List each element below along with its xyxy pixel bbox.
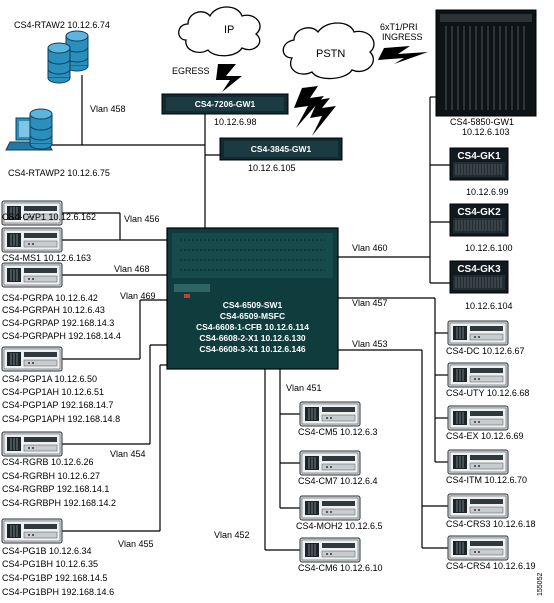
vlan-469-label: Vlan 469 [120, 291, 156, 301]
core-switch-line-1: CS4-6509-SW1 [222, 300, 283, 310]
ex-label: CS4-EX 10.12.6.69 [446, 431, 524, 441]
pg1b-label-3: CS4-PG1BP 192.168.14.5 [2, 573, 108, 583]
rgr-label-2: CS4-RGRBH 10.12.6.27 [2, 471, 101, 481]
gatekeeper-2-name: CS4-GK2 [457, 207, 501, 218]
ms1-label: CS4-MS1 10.12.6.163 [2, 253, 92, 263]
server-pgp1a [1, 346, 63, 372]
uty-label: CS4-UTY 10.12.6.68 [446, 388, 530, 398]
ip-cloud [178, 6, 261, 57]
cvp1-label: CS4-CVP1 10.12.6.162 [2, 212, 97, 222]
pgr-label-2: CS4-PGRPAH 10.12.6.43 [2, 305, 105, 315]
gatekeeper-1-ip: 10.12.6.99 [466, 187, 509, 197]
vlan-458-label: Vlan 458 [90, 104, 126, 114]
vlan-457-label: Vlan 457 [352, 298, 388, 308]
vlan-460-label: Vlan 460 [352, 243, 388, 253]
rtawp2-server-icon [29, 108, 53, 150]
lightning-bolts [216, 46, 428, 136]
vlan-453-label: Vlan 453 [352, 339, 388, 349]
cm6-label: CS4-CM6 10.12.6.10 [298, 563, 383, 573]
crs3-label: CS4-CRS3 10.12.6.18 [446, 519, 536, 529]
cm7-label: CS4-CM7 10.12.6.4 [298, 476, 378, 486]
rtaw2-label: CS4-RTAW2 10.12.6.74 [14, 20, 110, 30]
server-cm5 [299, 401, 361, 427]
server-itm [447, 449, 509, 475]
server-rgrb [1, 431, 63, 457]
vlan-452-label: Vlan 452 [214, 530, 250, 540]
ingress-label-1: 6xT1/PRI [380, 22, 418, 32]
core-switch-line-5: CS4-6608-3-X1 10.12.6.146 [199, 344, 306, 354]
router-5850-ip: 10.12.6.103 [462, 127, 510, 137]
pgr-label-1: CS4-PGRPA 10.12.6.42 [2, 293, 98, 303]
server-dc [447, 320, 509, 346]
server-crs3 [447, 493, 509, 519]
rgr-label-4: CS4-RGRBPH 192.168.14.2 [2, 498, 117, 508]
router-3845 [219, 137, 343, 161]
core-switch-6509 [166, 227, 339, 370]
router-5850-name: CS4-5850-GW1 [450, 117, 515, 127]
pgp1-label-4: CS4-PGP1APH 192.168.14.8 [2, 414, 121, 424]
pstn-cloud [282, 22, 375, 80]
itm-label: CS4-ITM 10.12.6.70 [446, 475, 528, 485]
gatekeeper-2-ip: 10.12.6.100 [465, 243, 513, 253]
vlan-456-label: Vlan 456 [124, 214, 160, 224]
server-pgrpa [1, 262, 63, 288]
rtawp2-label: CS4-RTAWP2 10.12.6.75 [8, 168, 110, 178]
server-cm6 [299, 537, 361, 563]
ingress-label-2: INGRESS [382, 32, 423, 42]
server-ex [447, 405, 509, 431]
server-moh2 [299, 495, 361, 521]
gatekeeper-3-ip: 10.12.6.104 [465, 301, 513, 311]
gatekeeper-3-name: CS4-GK3 [457, 264, 501, 275]
ip-cloud-label: IP [224, 24, 235, 36]
pstn-cloud-label: PSTN [316, 48, 346, 60]
pg1b-label-2: CS4-PG1BH 10.12.6.35 [2, 559, 99, 569]
pgr-label-3: CS4-PGRPAP 192.168.14.3 [2, 318, 115, 328]
pgp1-label-2: CS4-PGP1AH 10.12.6.51 [2, 387, 105, 397]
server-cm7 [299, 450, 361, 476]
gatekeeper-1-name: CS4-GK1 [457, 151, 501, 162]
router-5850 [435, 9, 537, 117]
cm5-label: CS4-CM5 10.12.6.3 [298, 427, 378, 437]
router-7206 [161, 93, 289, 115]
core-switch-line-3: CS4-6608-1-CFB 10.12.6.114 [196, 322, 309, 332]
pgp1-label-3: CS4-PGP1AP 192.168.14.7 [2, 400, 114, 410]
vlan-468-label: Vlan 468 [114, 264, 150, 274]
router-3845-name: CS4-3845-GW1 [250, 144, 312, 154]
pgr-label-4: CS4-PGRPAPH 192.168.14.4 [2, 331, 121, 341]
dc-label: CS4-DC 10.12.6.67 [446, 346, 525, 356]
egress-label: EGRESS [172, 66, 210, 76]
connection-lines [45, 75, 452, 551]
figure-id: 155052 [537, 572, 544, 596]
core-switch-line-2: CS4-6509-MSFC [219, 311, 286, 321]
router-7206-ip: 10.12.6.98 [214, 117, 257, 127]
core-switch-line-4: CS4-6608-2-X1 10.12.6.130 [199, 333, 306, 343]
server-crs4 [447, 535, 509, 561]
vlan-451-label: Vlan 451 [286, 383, 322, 393]
pg1b-label-4: CS4-PG1BPH 192.168.14.6 [2, 587, 115, 597]
server-uty [447, 362, 509, 388]
server-ms1 [1, 227, 63, 253]
vlan-454-label: Vlan 454 [110, 449, 146, 459]
pgp1-label-1: CS4-PGP1A 10.12.6.50 [2, 374, 98, 384]
rtaw2-server-icon-2 [47, 42, 71, 84]
router-7206-name: CS4-7206-GW1 [194, 99, 256, 109]
rgr-label-3: CS4-RGRBP 192.168.14.1 [2, 484, 110, 494]
rgr-label-1: CS4-RGRB 10.12.6.26 [2, 457, 94, 467]
vlan-455-label: Vlan 455 [118, 539, 154, 549]
pg1b-label-1: CS4-PG1B 10.12.6.34 [2, 546, 92, 556]
moh2-label: CS4-MOH2 10.12.6.5 [296, 521, 383, 531]
crs4-label: CS4-CRS4 10.12.6.19 [446, 561, 536, 571]
router-3845-ip: 10.12.6.105 [248, 163, 296, 173]
server-pg1b [1, 518, 63, 544]
